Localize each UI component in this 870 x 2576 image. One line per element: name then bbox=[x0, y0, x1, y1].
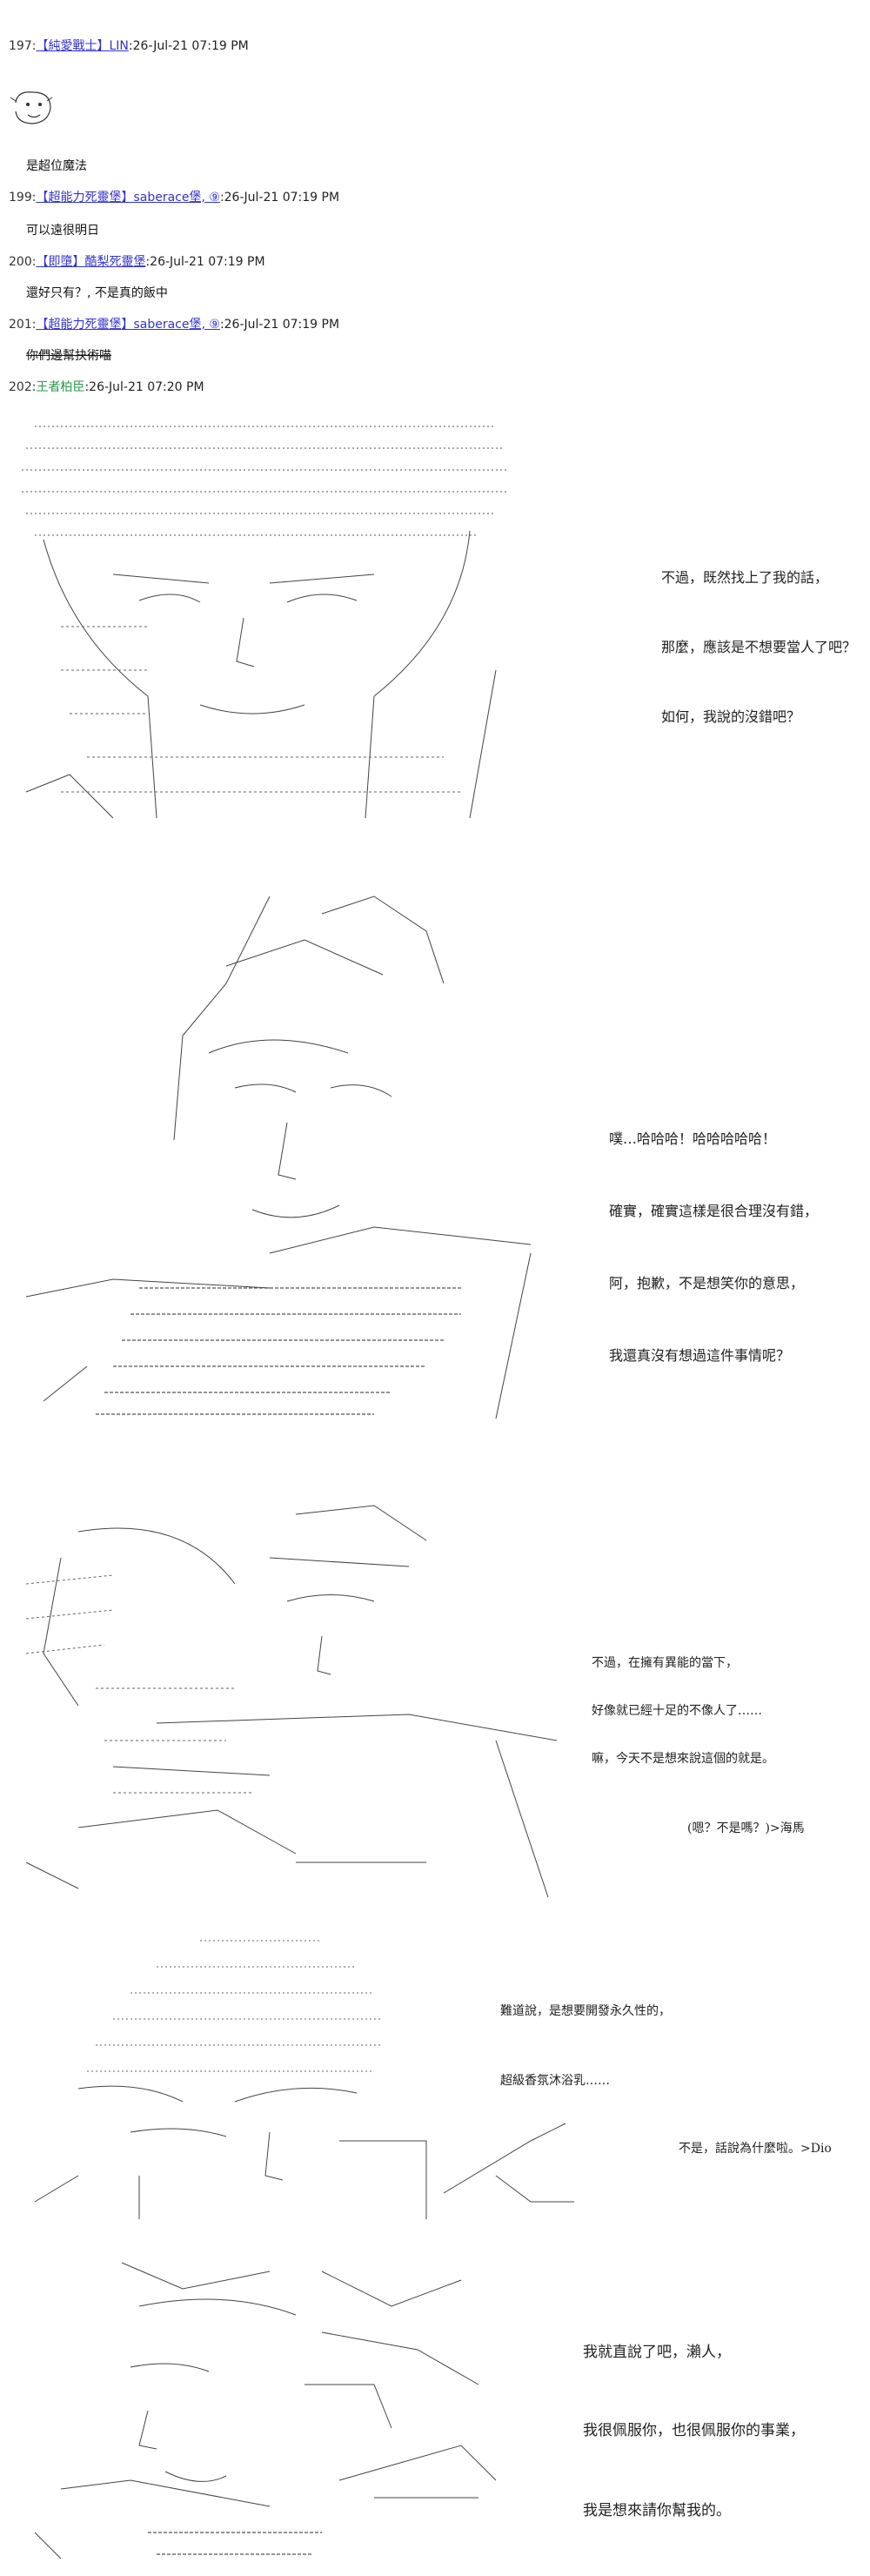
dialogue-line: 我是想來請你幫我的。 bbox=[583, 2502, 731, 2519]
dialogue-line: 好像就已經十足的不像人了…… bbox=[592, 1704, 762, 1718]
dialogue-line: 確實，確實這樣是很合理沒有錯， bbox=[609, 1203, 819, 1219]
dialogue-line: 阿，抱歉，不是想笑你的意思， bbox=[609, 1275, 805, 1291]
dialogue-line: 超級香氛沐浴乳…… bbox=[500, 2074, 610, 2088]
post-message-197: 是超位魔法 bbox=[26, 159, 87, 173]
post-time: :26-Jul-21 07:19 PM bbox=[219, 318, 340, 332]
story-panel-4: 難道說，是想要開發永久性的， 超級香氛沐浴乳…… 不是，話說為什麼啦。>Dio bbox=[0, 1915, 870, 2228]
story-panel-2: 噗…哈哈哈！哈哈哈哈哈！ 確實，確實這樣是很合理沒有錯， 阿，抱歉，不是想笑你的… bbox=[0, 879, 870, 1436]
post-number: 202: bbox=[9, 380, 37, 394]
post-header-197: 197:【純愛戰士】LIN:26-Jul-21 07:19 PM bbox=[9, 37, 249, 54]
dialogue-line: 難道說，是想要開發永久性的， bbox=[500, 2004, 671, 2018]
post-message-199: 可以遠很明日 bbox=[26, 224, 99, 238]
dialogue-line: 不是，話說為什麼啦。>Dio bbox=[679, 2142, 832, 2156]
poster-name[interactable]: 【純愛戰士】LIN bbox=[36, 39, 129, 53]
face-icon bbox=[10, 91, 53, 124]
dialogue-line: 如何，我說的沒錯吧？ bbox=[661, 708, 801, 725]
ascii-art-character-1 bbox=[9, 409, 513, 827]
post-number: 201: bbox=[9, 318, 37, 332]
post-message-200: 還好只有？, 不是真的飯中 bbox=[26, 286, 168, 300]
dialogue-line: 噗…哈哈哈！哈哈哈哈哈！ bbox=[609, 1130, 777, 1147]
post-message-201: 你們邊幫抉術喵 bbox=[26, 349, 111, 363]
story-panel-5: 我就直說了吧，瀨人， 我很佩服你，也很佩服你的事業， 我是想來請你幫我的。 bbox=[0, 2254, 870, 2576]
poster-name[interactable]: 王者柏臣 bbox=[36, 380, 85, 394]
post-header-200: 200:【即墮】酷梨死靈堡:26-Jul-21 07:19 PM bbox=[9, 252, 265, 270]
dialogue-line: 我很佩服你，也很佩服你的事業， bbox=[583, 2422, 805, 2439]
post-number: 199: bbox=[9, 191, 37, 205]
dialogue-line: (嗯？不是嗎？)>海馬 bbox=[687, 1821, 805, 1835]
post-time: :26-Jul-21 07:19 PM bbox=[145, 255, 265, 269]
post-header-199: 199:【超能力死靈堡】saberace堡, ⑨:26-Jul-21 07:19… bbox=[9, 188, 339, 205]
dialogue-line: 嘛，今天不是想來說這個的就是。 bbox=[592, 1752, 774, 1766]
ascii-art-characters-3 bbox=[9, 1479, 566, 1906]
poster-name[interactable]: 【超能力死靈堡】saberace堡, ⑨ bbox=[36, 191, 220, 205]
post-time: :26-Jul-21 07:19 PM bbox=[219, 191, 340, 205]
poster-name[interactable]: 【即墮】酷梨死靈堡 bbox=[36, 255, 146, 269]
dialogue-line: 我還真沒有想過這件事情呢？ bbox=[609, 1347, 791, 1364]
dialogue-line: 那麼，應該是不想要當人了吧？ bbox=[661, 639, 857, 655]
post-header-201: 201:【超能力死靈堡】saberace堡, ⑨:26-Jul-21 07:19… bbox=[9, 315, 339, 332]
post-number: 200: bbox=[9, 255, 37, 269]
story-panel-3: 不過，在擁有異能的當下， 好像就已經十足的不像人了…… 嘛，今天不是想來說這個的… bbox=[0, 1479, 870, 1906]
dialogue-line: 不過，在擁有異能的當下， bbox=[592, 1656, 738, 1670]
post-time: :26-Jul-21 07:20 PM bbox=[84, 380, 204, 394]
dialogue-line: 我就直說了吧，瀨人， bbox=[583, 2344, 731, 2361]
ascii-art-character-5 bbox=[9, 2254, 531, 2576]
dialogue-line: 不過，既然找上了我的話， bbox=[661, 569, 829, 586]
post-number: 197: bbox=[9, 39, 37, 53]
post-time: :26-Jul-21 07:19 PM bbox=[128, 39, 249, 53]
face-drawing bbox=[7, 87, 59, 134]
ascii-art-character-4 bbox=[9, 1915, 574, 2228]
poster-name[interactable]: 【超能力死靈堡】saberace堡, ⑨ bbox=[36, 318, 220, 332]
post-header-202: 202:王者柏臣:26-Jul-21 07:20 PM bbox=[9, 378, 204, 395]
story-panel-1: 不過，既然找上了我的話， 那麼，應該是不想要當人了吧？ 如何，我說的沒錯吧？ bbox=[0, 409, 870, 827]
ascii-art-character-2 bbox=[9, 879, 574, 1436]
